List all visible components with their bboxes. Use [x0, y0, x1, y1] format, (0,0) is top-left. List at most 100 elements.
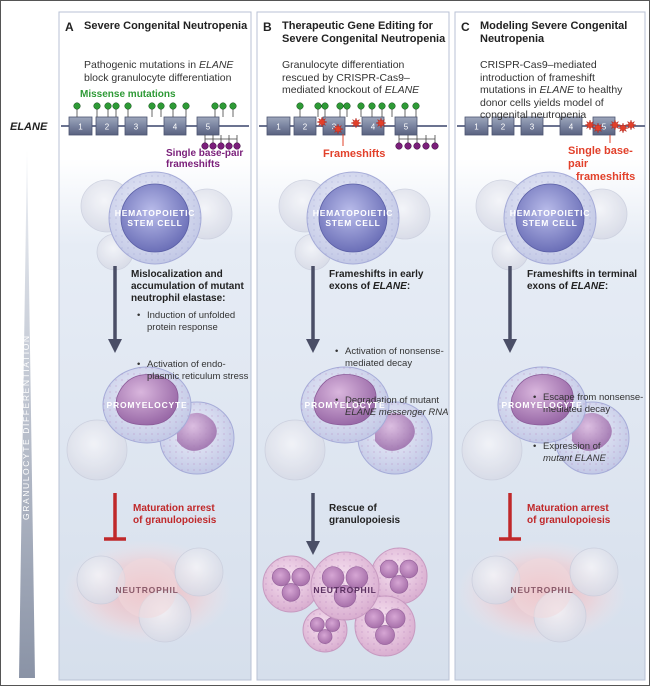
neutrophil-center-lobe [333, 585, 357, 608]
panel-a-bullet-2: Activation of endo- plasmic reticulum st… [137, 359, 259, 382]
crispr-frameshift-star [609, 119, 621, 131]
exon-box [520, 116, 544, 136]
crispr-frameshift-star [625, 119, 637, 131]
mech-c-gene: ELANE [570, 281, 605, 292]
exon-box [491, 116, 515, 136]
frameshift-marker [233, 142, 241, 150]
missense-marker [412, 102, 420, 110]
missense-marker [104, 102, 112, 110]
promyelocyte-label-line: PROMYELOCYTE [106, 400, 188, 410]
desc-a-part2: block granulocyte differentiation [84, 71, 232, 84]
panel-a-title-line: Severe Congenital Neutropenia [84, 20, 248, 32]
panel-a-bullet-1: Induction of unfolded protein response [137, 310, 259, 333]
crispr-frameshift-star [375, 117, 387, 129]
ghost-cell [174, 547, 224, 597]
hsc-label-line: STEM CELL [522, 218, 578, 228]
exon-number: 3 [332, 123, 337, 132]
promyelocyte-nucleus-secondary [177, 412, 217, 451]
exon-number: 1 [276, 123, 281, 132]
frameshift-marker [422, 142, 430, 150]
frameshift-marker [225, 142, 233, 150]
bullet-c1-line1: Escape from nonsense- [543, 392, 644, 403]
outcome-c-line2: of granulopoiesis [527, 515, 611, 526]
neutrophil-label: NEUTROPHIL [295, 585, 395, 595]
panel-b-letter: B [263, 20, 272, 34]
bullet-a1-line1: Induction of unfolded [147, 310, 236, 321]
desc-b-part1: Granulocyte differentiation rescued by C… [282, 59, 410, 96]
missense-marker [314, 102, 322, 110]
missense-marker [93, 102, 101, 110]
frameshift-marker [201, 142, 209, 150]
panel-c-bullet-1: Escape from nonsense- mediated decay [533, 392, 650, 415]
mech-a-line2: accumulation of mutant [131, 281, 244, 292]
frameshift-marker [395, 142, 403, 150]
bullet-a2-line2: plasmic reticulum stress [147, 370, 249, 382]
missense-marker [321, 102, 329, 110]
neutrophil-label: NEUTROPHIL [492, 585, 592, 595]
frameshift-marker [413, 142, 421, 150]
neutrophil-label-line: NEUTROPHIL [115, 585, 179, 595]
mech-c-part1: Frameshifts in terminal exons of [527, 269, 638, 292]
missense-marker [148, 102, 156, 110]
neutrophil-faint-cell [512, 558, 572, 618]
missense-marker [112, 102, 120, 110]
hsc-label-line: STEM CELL [325, 218, 381, 228]
desc-c-gene: ELANE [539, 84, 574, 96]
exon-number: 4 [173, 123, 178, 132]
bullet-b1-line2: mediated decay [345, 357, 413, 369]
crispr-frameshift-star [316, 116, 328, 128]
differentiation-axis-label: GRANULOCYTE DIFFERENTIATION [21, 334, 31, 520]
ghost-cell [569, 547, 619, 597]
exon-box [124, 116, 148, 136]
desc-c-part2: to healthy donor cells yields model of c… [480, 84, 623, 121]
bullet-c1-line2: mediated decay [543, 403, 611, 415]
exon-box [394, 116, 418, 136]
frameshift-c-line2: frameshifts [576, 171, 636, 183]
crispr-frameshift-star [584, 119, 596, 131]
neutrophil-right-lobe [379, 559, 399, 579]
missense-marker [296, 102, 304, 110]
ghost-cell [66, 419, 128, 481]
crispr-frameshift-star [332, 123, 344, 135]
exon-number: 2 [501, 123, 506, 132]
bullet-b1-line1: Activation of nonsense- [345, 346, 444, 357]
missense-marker [169, 102, 177, 110]
exon-number: 2 [105, 123, 110, 132]
bullet-b2-line2: ELANE messenger RNA [345, 406, 449, 418]
desc-c-part1: CRISPR-Cas9–mediated introduction of fra… [480, 59, 597, 96]
missense-marker [378, 102, 386, 110]
exon-number: 3 [530, 123, 535, 132]
frameshift-a-line1: Single base-pair [166, 148, 244, 159]
exon-number: 4 [371, 123, 376, 132]
crispr-frameshift-star [617, 122, 629, 134]
panel-b-description: Granulocyte differentiation rescued by C… [282, 59, 444, 97]
hsc-label-line: STEM CELL [127, 218, 183, 228]
neutrophil-label: NEUTROPHIL [97, 585, 197, 595]
missense-marker [336, 102, 344, 110]
exon-number: 5 [404, 123, 409, 132]
frameshift-marker [217, 142, 225, 150]
missense-marker [388, 102, 396, 110]
outcome-b-line1: Rescue of [329, 503, 377, 514]
exon-box [163, 116, 187, 136]
hsc-label-line: HEMATOPOIETIC [114, 208, 196, 218]
neutrophil-left-lobe [281, 583, 301, 602]
neutrophil-left-lobe [291, 567, 311, 587]
frameshift-a-line2: frameshifts [166, 159, 220, 170]
panel-a-frameshift-label: Single base-pair frameshifts [166, 148, 246, 170]
panel-c-title: Modeling Severe Congenital Neutropenia [480, 20, 642, 46]
outcome-a-line1: Maturation arrest [133, 503, 215, 514]
panel-c-title-line1: Modeling Severe Congenital [480, 20, 628, 32]
frameshift-marker [431, 142, 439, 150]
panel-b-mechanism-heading: Frameshifts in early exons of ELANE: [329, 269, 447, 293]
panel-b-bullet-2: Degradation of mutant ELANE messenger RN… [335, 395, 457, 418]
hsc-label-line: HEMATOPOIETIC [509, 208, 591, 218]
neutrophil-left-lobe [271, 567, 291, 587]
mech-a-line1: Mislocalization and [131, 269, 223, 280]
outcome-c-line1: Maturation arrest [527, 503, 609, 514]
neutrophil-label-line: NEUTROPHIL [510, 585, 574, 595]
exon-number: 1 [474, 123, 479, 132]
frameshift-marker [404, 142, 412, 150]
